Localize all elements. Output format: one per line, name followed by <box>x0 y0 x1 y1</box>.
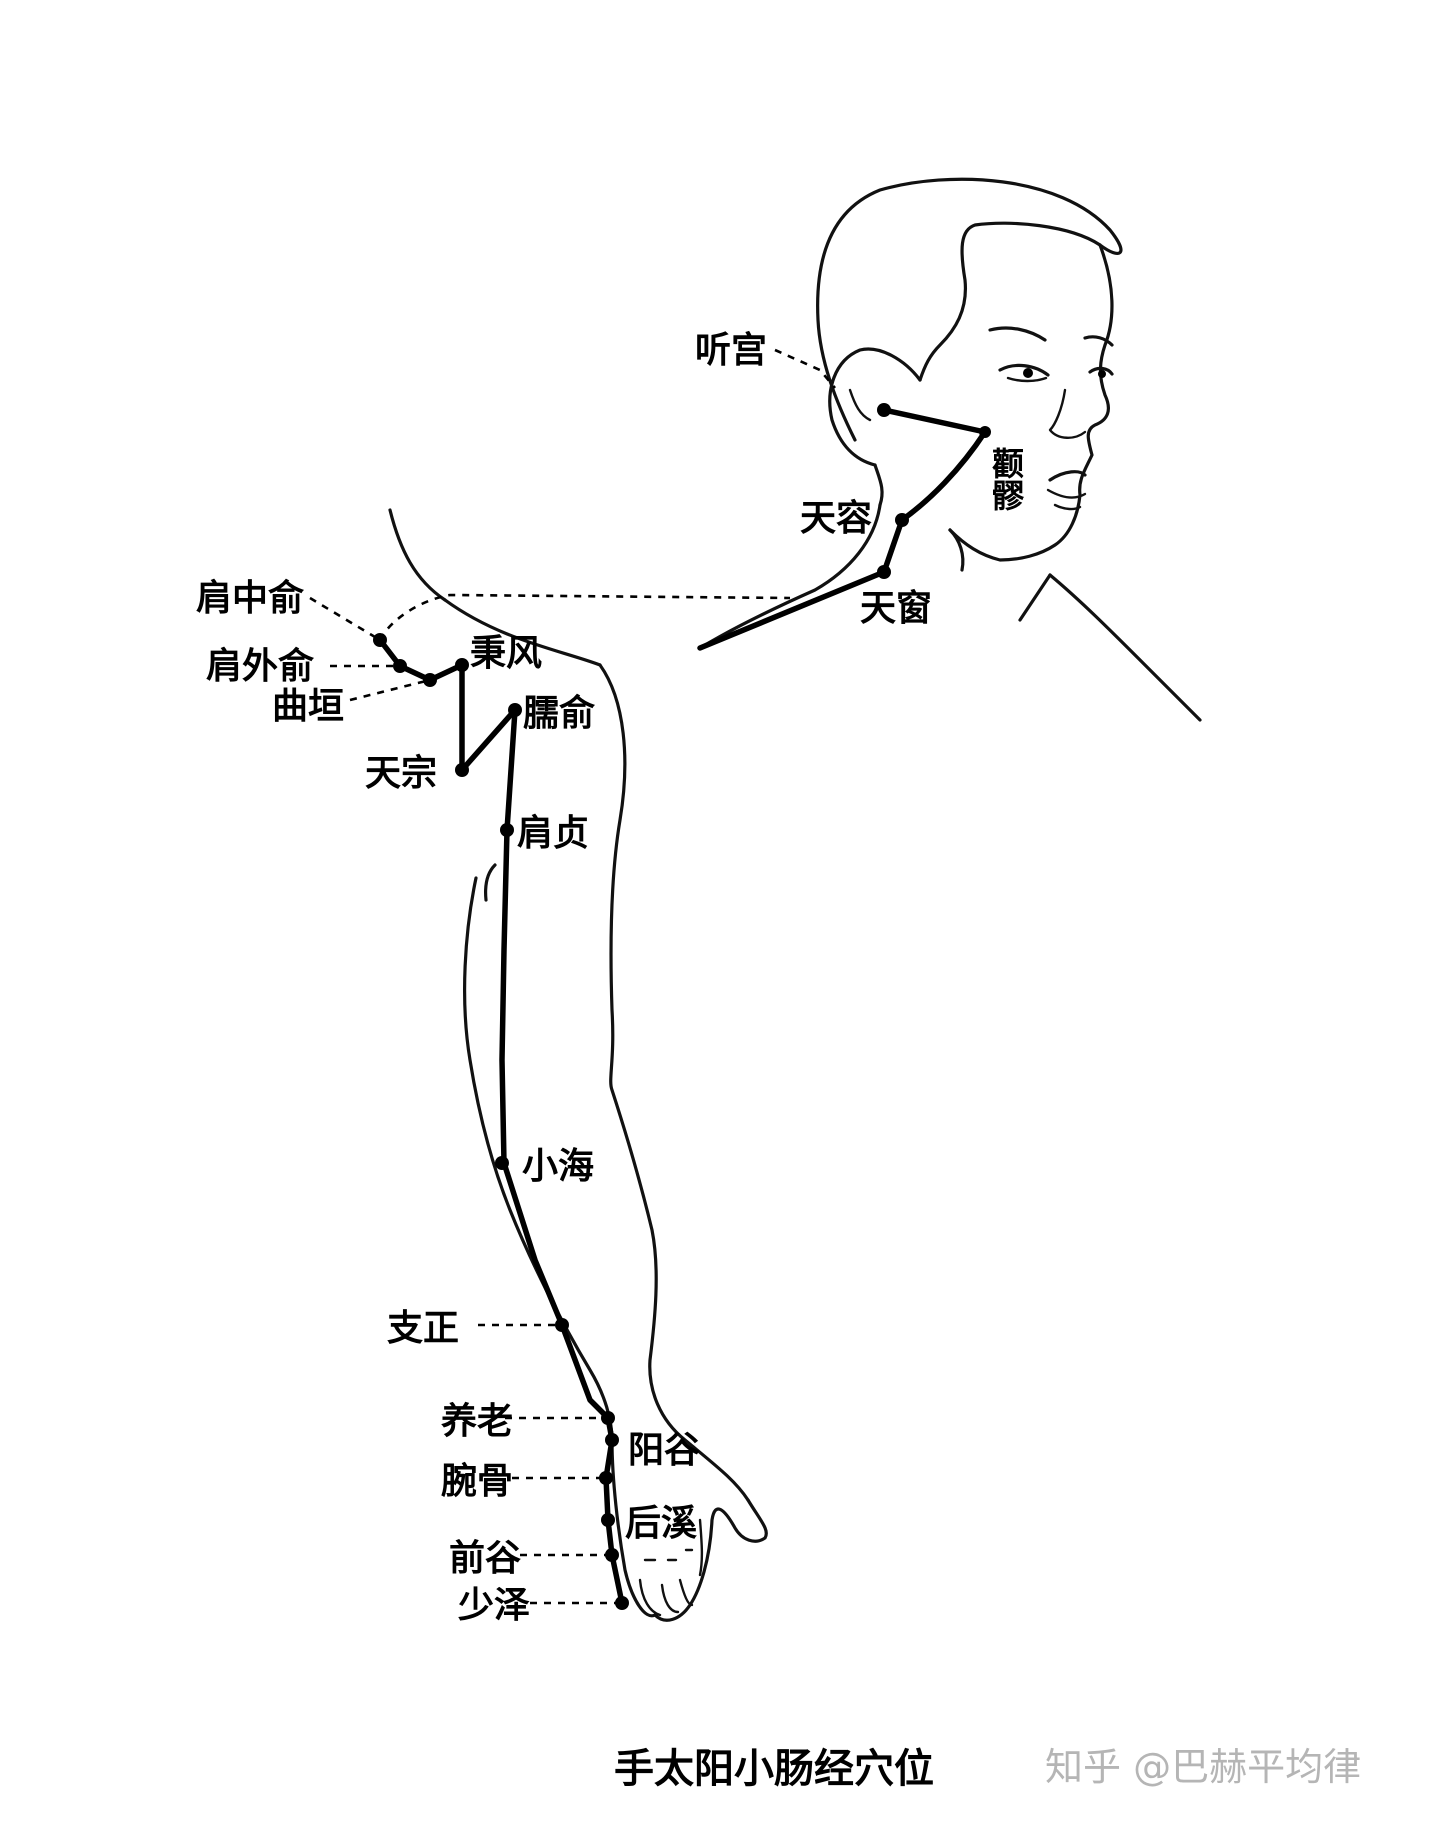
label-qiangu: 前谷 <box>449 1537 521 1579</box>
point-yanglao <box>601 1411 615 1425</box>
point-tinggong <box>877 403 891 417</box>
label-wangu: 腕骨 <box>441 1460 513 1502</box>
label-houxi: 后溪 <box>625 1502 697 1544</box>
label-tinggong: 听宫 <box>695 329 767 371</box>
label-tianrong: 天容 <box>800 497 872 539</box>
diagram-title: 手太阳小肠经穴位 <box>614 1746 934 1792</box>
arm-outline <box>388 508 768 1622</box>
label-zhizheng: 支正 <box>387 1307 459 1349</box>
point-shaoze <box>615 1596 629 1610</box>
leader-lines <box>309 348 836 1605</box>
point-tianrong <box>895 513 909 527</box>
label-shaoze: 少泽 <box>458 1584 530 1626</box>
label-yanglao: 养老 <box>441 1400 513 1442</box>
point-jianzhongshu <box>373 633 387 647</box>
label-yanggu: 阳谷 <box>628 1429 700 1471</box>
acupoint-markers <box>373 403 991 1610</box>
point-xiaohai <box>495 1156 509 1170</box>
label-quanliao: 颧髎 <box>987 447 1025 511</box>
label-bingfeng: 秉风 <box>470 632 542 674</box>
point-tianzong <box>455 763 469 777</box>
point-jianzhen <box>500 823 514 837</box>
label-naoshu: 臑俞 <box>523 692 596 734</box>
point-yanggu <box>605 1433 619 1447</box>
label-jianwaishu: 肩外俞 <box>206 645 315 687</box>
point-quyuan <box>423 673 437 687</box>
acupoint-labels: 听宫 颧髎 天容 天窗 肩中俞 肩外俞 曲垣 秉风 臑俞 天宗 肩贞 小海 支正… <box>196 329 1025 1626</box>
label-tianzong: 天宗 <box>365 752 437 794</box>
label-xiaohai: 小海 <box>522 1145 594 1187</box>
point-tianchuang <box>877 565 891 579</box>
point-quanliao <box>979 426 991 438</box>
point-jianwaishu <box>393 659 407 673</box>
label-tianchuang: 天窗 <box>860 587 932 629</box>
watermark: 知乎 @巴赫平均律 <box>1045 1745 1361 1789</box>
point-wangu <box>599 1471 613 1485</box>
label-quyuan: 曲垣 <box>272 685 344 727</box>
point-houxi <box>601 1513 615 1527</box>
label-jianzhongshu: 肩中俞 <box>196 577 305 619</box>
point-qiangu <box>605 1548 619 1562</box>
point-naoshu <box>508 703 522 717</box>
face-features <box>988 326 1114 511</box>
head-outline <box>698 177 1202 722</box>
point-zhizheng <box>555 1318 569 1332</box>
label-jianzhen: 肩贞 <box>517 812 589 854</box>
point-bingfeng <box>455 658 469 672</box>
